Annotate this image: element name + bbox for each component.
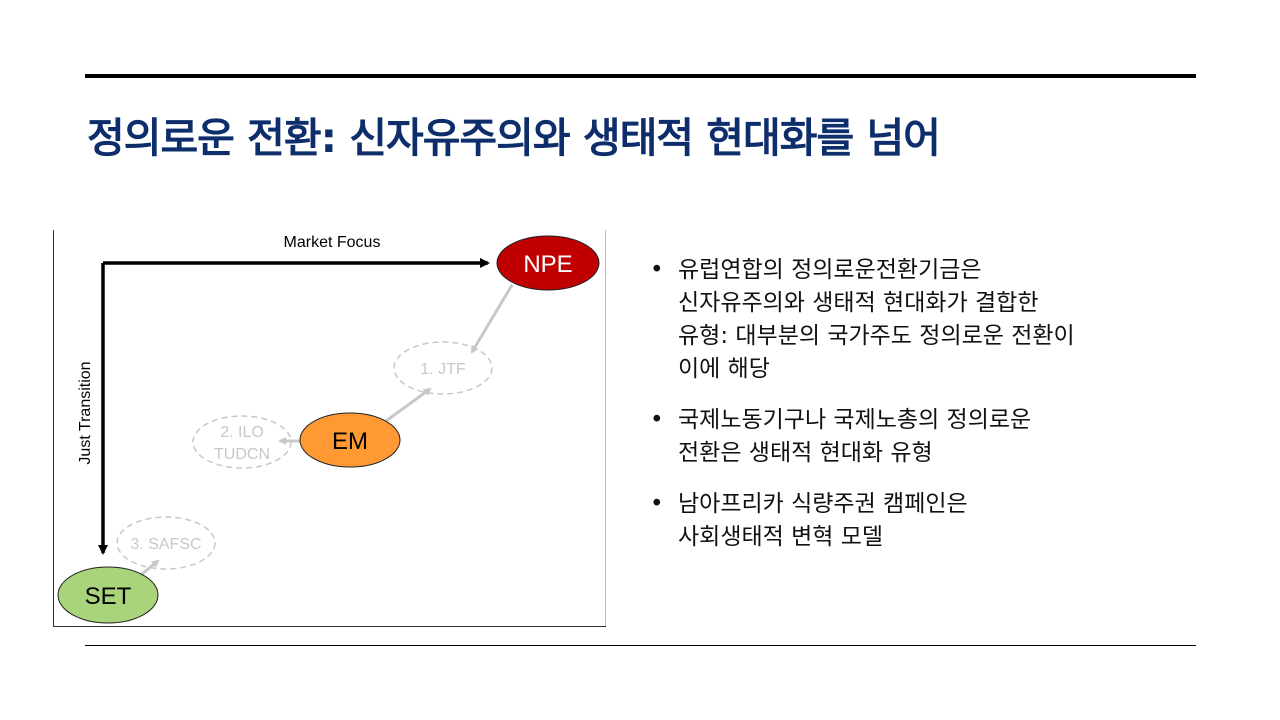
bullet-item: • 국제노동기구나 국제노총의 정의로운 전환은 생태적 현대화 유형 <box>650 404 1210 470</box>
bullet-list: • 유럽연합의 정의로운전환기금은 신자유주의와 생태적 현대화가 결합한 유형… <box>650 254 1210 572</box>
node-jtf-label: 1. JTF <box>420 361 466 378</box>
node-em: EM <box>299 412 401 468</box>
bottom-rule <box>85 645 1196 646</box>
bullet-text: 남아프리카 식량주권 캠페인은 <box>678 491 968 517</box>
node-safsc: 3. SAFSC <box>116 516 216 570</box>
bullet-text: 유럽연합의 정의로운전환기금은 <box>678 257 982 283</box>
bullet-text: 유형: 대부분의 국가주도 정의로운 전환이 <box>678 323 1075 349</box>
top-rule <box>85 74 1196 78</box>
bullet-text: 국제노동기구나 국제노총의 정의로운 <box>678 407 1032 433</box>
node-npe-label: NPE <box>523 251 572 278</box>
diagram-frame <box>53 230 606 627</box>
bullet-text: 신자유주의와 생태적 현대화가 결합한 <box>678 290 1039 316</box>
node-ilo-label: 2. ILO <box>220 424 264 441</box>
node-set-label: SET <box>85 583 132 610</box>
node-jtf: 1. JTF <box>393 341 493 395</box>
bullet-dot: • <box>650 491 664 517</box>
bullet-text: 이에 해당 <box>678 356 770 382</box>
npe-to-jtf-arrow <box>470 284 514 354</box>
bullet-item: • 유럽연합의 정의로운전환기금은 신자유주의와 생태적 현대화가 결합한 유형… <box>650 254 1210 386</box>
node-ilo-tudcn: 2. ILO TUDCN <box>192 415 292 469</box>
node-safsc-label: 3. SAFSC <box>130 536 201 553</box>
node-npe: NPE <box>496 235 600 291</box>
em-to-jtf-arrow <box>385 387 432 423</box>
bullet-text: 전환은 생태적 현대화 유형 <box>678 440 933 466</box>
slide-title: 정의로운 전환: 신자유주의와 생태적 현대화를 넘어 <box>87 114 941 162</box>
bullet-text: 사회생태적 변혁 모델 <box>678 524 884 550</box>
x-axis-label: Market Focus <box>284 234 381 251</box>
y-axis-label: Just Transition <box>77 361 94 464</box>
node-tudcn-label: TUDCN <box>214 446 270 463</box>
bullet-item: • 남아프리카 식량주권 캠페인은 사회생태적 변혁 모델 <box>650 488 1210 554</box>
node-set: SET <box>57 566 159 624</box>
bullet-dot: • <box>650 257 664 283</box>
node-em-label: EM <box>332 428 368 455</box>
set-to-safsc-arrow <box>141 559 160 576</box>
bullet-dot: • <box>650 407 664 433</box>
